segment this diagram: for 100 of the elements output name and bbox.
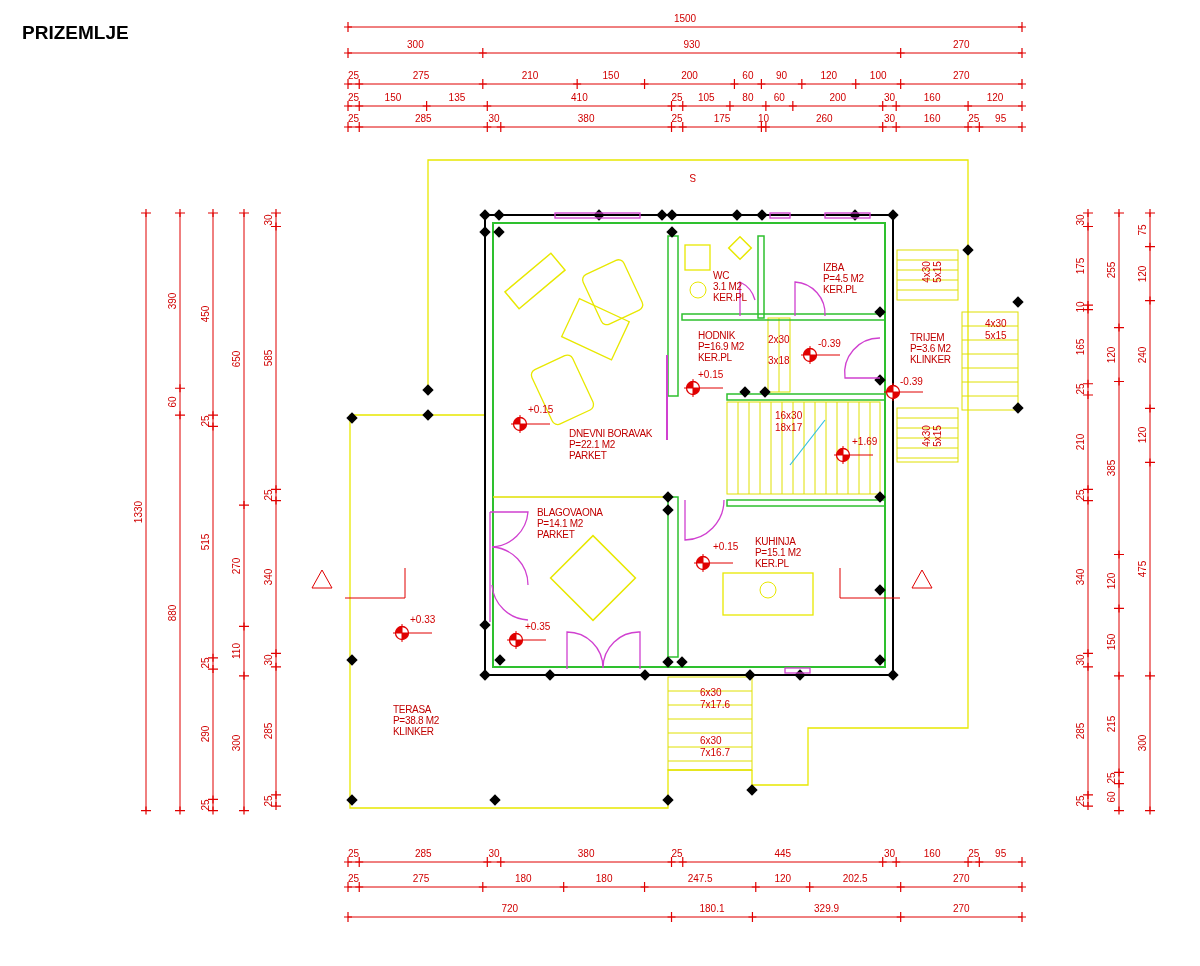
dimension-label: 120 xyxy=(1105,573,1117,590)
dimension-label: 150 xyxy=(602,69,620,81)
north-label: S xyxy=(689,171,697,183)
dimension-label: 300 xyxy=(230,734,242,752)
dimension-label: 300 xyxy=(407,38,424,50)
dimension-label: 60 xyxy=(1105,791,1117,803)
dimension-label: 285 xyxy=(262,722,274,740)
dimension-label: 390 xyxy=(166,292,178,309)
dimension-label: 450 xyxy=(199,305,211,323)
dimension-label: 25 xyxy=(199,799,211,811)
dimension-label: 80 xyxy=(742,91,754,103)
dimension-label: 340 xyxy=(1074,568,1086,586)
room-name: DNEVNI BORAVAK xyxy=(569,428,653,439)
dimension-label: 25 xyxy=(348,872,360,884)
room-area: P=16.9 M2 xyxy=(698,341,744,352)
room-area: P=3.6 M2 xyxy=(910,343,951,354)
dimension-label: 30 xyxy=(883,112,895,124)
dimension-label: 215 xyxy=(1105,715,1117,733)
dimension-label: 25 xyxy=(671,112,683,124)
dimension-label: 175 xyxy=(713,112,731,124)
dimension-label: 160 xyxy=(923,112,941,124)
floor-finish: PARKET xyxy=(537,529,575,540)
dimension-label: 150 xyxy=(384,91,402,103)
dimension-label: 120 xyxy=(1136,427,1148,444)
dimension-label: 25 xyxy=(671,847,683,859)
stair-label: 2x30 xyxy=(768,334,790,345)
floor-finish: KER.PL xyxy=(755,558,789,569)
dimension-label: 475 xyxy=(1136,560,1148,578)
dimension-label: 380 xyxy=(577,847,595,859)
stair-label: 3x18 xyxy=(768,355,790,366)
dimension-label: 100 xyxy=(869,69,887,81)
dimension-label: 135 xyxy=(448,91,466,103)
dimension-label: 105 xyxy=(698,91,715,103)
dimension-label: 285 xyxy=(414,847,432,859)
dimension-label: 160 xyxy=(923,847,941,859)
dimension-label: 120 xyxy=(774,872,792,884)
floor-finish: KER.PL xyxy=(823,284,857,295)
dimension-label: 1500 xyxy=(673,12,697,24)
dimension-label: 25 xyxy=(262,489,274,501)
dimension-label: 585 xyxy=(262,349,274,367)
room-area: P=15.1 M2 xyxy=(755,547,801,558)
dimension-label: 75 xyxy=(1136,224,1148,236)
dimension-label: 275 xyxy=(412,872,430,884)
stair-label: 4x30 xyxy=(920,261,932,283)
level-label: -0.39 xyxy=(818,338,841,349)
dimension-label: 270 xyxy=(953,38,970,50)
dimension-label: 25 xyxy=(1105,772,1117,784)
dimension-label: 1330 xyxy=(132,500,144,523)
dimension-label: 120 xyxy=(986,91,1004,103)
dimension-label: 25 xyxy=(671,91,683,103)
dimension-label: 120 xyxy=(820,69,838,81)
dimension-label: 25 xyxy=(348,847,360,859)
stair-label: 4x30 xyxy=(920,425,932,447)
room-area: 3.1 M2 xyxy=(713,281,742,292)
room-name: KUHINJA xyxy=(755,536,796,547)
room-area: P=38.8 M2 xyxy=(393,715,439,726)
dimension-label: 30 xyxy=(1074,214,1086,226)
dimension-label: 95 xyxy=(995,112,1007,124)
dimension-label: 180 xyxy=(514,872,532,884)
dimension-label: 25 xyxy=(968,847,980,859)
stair-label: 18x17 xyxy=(775,422,803,433)
stair-label: 5x15 xyxy=(985,330,1007,341)
stair-label: 16x30 xyxy=(775,410,803,421)
dimension-label: 255 xyxy=(1105,261,1117,279)
floor-finish: PARKET xyxy=(569,450,607,461)
stair-label: 7x16.7 xyxy=(700,747,731,758)
dimension-label: 160 xyxy=(923,91,941,103)
floor-finish: KLINKER xyxy=(910,354,951,365)
dimension-label: 340 xyxy=(262,568,274,586)
dimension-label: 25 xyxy=(199,415,211,427)
dimension-label: 90 xyxy=(776,69,788,81)
dimension-label: 30 xyxy=(488,112,500,124)
dimension-label: 10 xyxy=(1074,301,1086,313)
dimension-label: 270 xyxy=(953,902,970,914)
stair-label: 5x15 xyxy=(931,261,943,283)
dimension-label: 180 xyxy=(595,872,613,884)
dimension-label: 30 xyxy=(883,847,895,859)
room-name: TERASA xyxy=(393,704,432,715)
dimension-label: 25 xyxy=(1074,489,1086,501)
dimension-label: 270 xyxy=(953,69,970,81)
dimension-label: 210 xyxy=(1074,433,1086,451)
dimension-label: 25 xyxy=(348,112,360,124)
level-label: +1.69 xyxy=(852,436,878,447)
dimension-label: 110 xyxy=(230,643,242,660)
dimension-label: 285 xyxy=(414,112,432,124)
level-label: +0.15 xyxy=(713,541,739,552)
dimension-label: 247.5 xyxy=(687,872,713,884)
dimension-label: 720 xyxy=(501,902,519,914)
dimension-label: 380 xyxy=(577,112,595,124)
room-area: P=14.1 M2 xyxy=(537,518,583,529)
stair-label: 5x15 xyxy=(931,425,943,447)
dimension-label: 200 xyxy=(681,69,698,81)
dimension-label: 290 xyxy=(199,725,211,743)
dimension-label: 30 xyxy=(1074,654,1086,666)
dimension-label: 30 xyxy=(488,847,500,859)
dimension-label: 30 xyxy=(883,91,895,103)
dimension-label: 10 xyxy=(758,112,770,124)
floor-finish: KER.PL xyxy=(713,292,747,303)
room-name: TRIJEM xyxy=(910,332,945,343)
room-area: P=22.1 M2 xyxy=(569,439,615,450)
